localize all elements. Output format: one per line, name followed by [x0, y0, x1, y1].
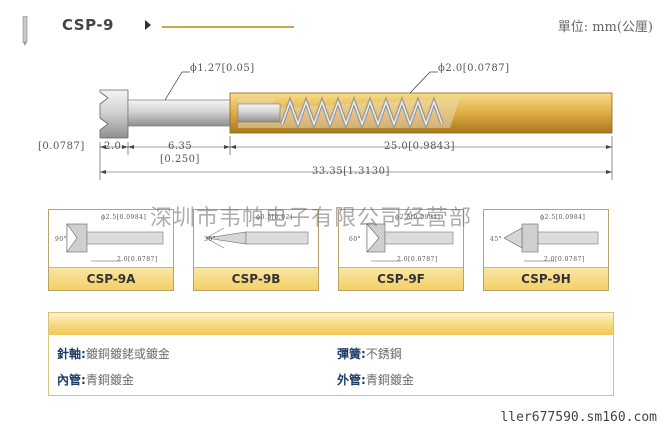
tip-h-drawing [503, 223, 599, 262]
dia-left-label: ϕ1.27[0.05] [190, 63, 255, 74]
tube-value: 青銅鍍金 [365, 373, 414, 387]
tip-b-label: CSP-9B [194, 267, 318, 290]
tip-a-drawing [66, 223, 164, 262]
tip-f-label: CSP-9F [339, 267, 463, 290]
probe-logo-icon [22, 16, 28, 46]
tip-f-drawing [366, 223, 454, 262]
tip-card-h[interactable]: ϕ2.5[0.0984] 45° 2.0[0.0787] CSP-9H [483, 209, 609, 291]
materials-panel: 針軸:鍍銅鍍銠或鍍金 彈簧:不銹鋼 內管:青銅鍍金 外管:青銅鍍金 [48, 312, 614, 396]
dim-left-bracket: [0.0787] [38, 141, 85, 152]
tip-b-dia: ϕ0.5[0.02] [256, 214, 293, 221]
spring-row: 彈簧:不銹鋼 [337, 345, 402, 362]
tip-f-angle: 60° [349, 236, 362, 243]
company-watermark: 深圳市韦帕电子有限公司经营部 [150, 206, 473, 231]
tip-card-a[interactable]: ϕ2.5[0.0984] 90° 2.0[0.0787] CSP-9A [48, 209, 174, 291]
materials-header-bar [49, 313, 613, 335]
tip-f-length: 2.0[0.0787] [397, 256, 438, 263]
tube-row: 外管:青銅鍍金 [337, 371, 414, 388]
tip-card-f[interactable]: ϕ2.5[0.0984] 60° 2.0[0.0787] CSP-9F [338, 209, 464, 291]
spring-key: 彈簧: [337, 347, 366, 361]
tip-f-dia: ϕ2.5[0.0984] [395, 214, 441, 221]
inner-plunger [237, 103, 281, 123]
tip-a-length: 2.0[0.0787] [117, 256, 158, 263]
dia-right-label: ϕ2.0[0.0787] [438, 63, 510, 74]
tip-a-label: CSP-9A [49, 267, 173, 290]
plunger-head [99, 89, 129, 139]
tip-b-angle: 30° [204, 236, 217, 243]
header-rule [162, 26, 294, 28]
footer-url[interactable]: ller677590.sm160.com [500, 410, 657, 425]
plunger-row: 針軸:鍍銅鍍銠或鍍金 [57, 345, 170, 362]
tip-a-dia: ϕ2.5[0.0984] [101, 214, 147, 221]
tip-h-label: CSP-9H [484, 267, 608, 290]
tip-card-b[interactable]: ϕ0.5[0.02] 30° CSP-9B [193, 209, 319, 291]
model-title: CSP-9 [62, 16, 114, 34]
plunger-value: 鍍銅鍍銠或鍍金 [85, 347, 170, 361]
dim-total: 33.35[1.3130] [312, 166, 390, 177]
tip-a-angle: 90° [55, 236, 68, 243]
plunger-key: 針軸: [57, 347, 86, 361]
dim-2: 2.0 [104, 141, 122, 152]
unit-label: 單位: mm(公厘) [557, 20, 653, 35]
dim-635-inch: [0.250] [160, 154, 200, 165]
tube-key: 外管: [337, 373, 366, 387]
barrel-row: 內管:青銅鍍金 [57, 371, 134, 388]
probe-drawing [99, 71, 613, 180]
triangle-right-icon [145, 20, 151, 30]
tip-h-angle: 45° [490, 236, 503, 243]
plunger-shaft [127, 99, 234, 127]
spring-value: 不銹鋼 [365, 347, 402, 361]
tip-b-drawing [205, 227, 309, 249]
tip-h-dia: ϕ2.5[0.0984] [540, 214, 586, 221]
dim-25: 25.0[0.9843] [384, 141, 456, 152]
dim-635: 6.35 [168, 141, 193, 152]
barrel-key: 內管: [57, 373, 86, 387]
barrel-value: 青銅鍍金 [85, 373, 134, 387]
tip-h-length: 2.0[0.0787] [544, 256, 585, 263]
